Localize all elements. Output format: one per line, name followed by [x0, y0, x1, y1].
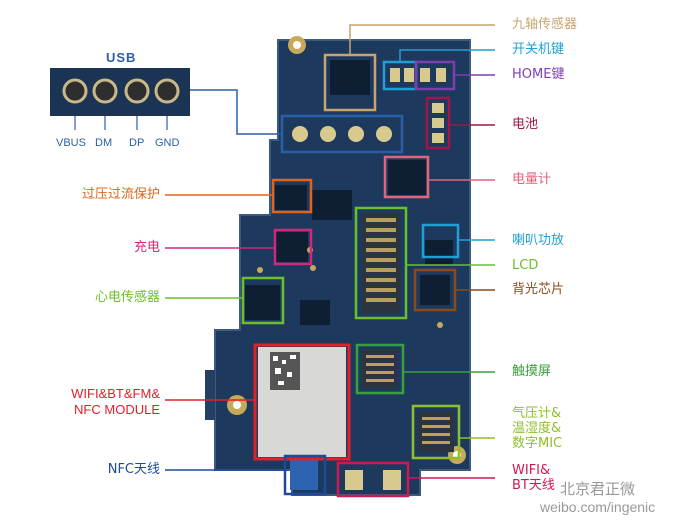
- label-baro-2: 温湿度&: [512, 421, 562, 436]
- watermark-top: 北京君正微: [560, 481, 636, 498]
- label-wifi-ant-1: WIFI&: [512, 463, 551, 478]
- label-speaker-amp: 喇叭功放: [512, 233, 565, 248]
- usb-title: USB: [106, 50, 137, 65]
- touch-box: [355, 343, 405, 395]
- ovp-box: [271, 178, 313, 214]
- label-nfc: NFC天线: [107, 462, 160, 477]
- fuel-gauge-box: [383, 155, 430, 199]
- pin-label-dm: DM: [95, 137, 113, 149]
- battery-box: [425, 96, 451, 150]
- label-baro-3: 数字MIC: [512, 436, 563, 451]
- label-home-key: HOME键: [512, 67, 565, 82]
- label-charge: 充电: [133, 240, 160, 255]
- weibo-watermark: 北京君正微 weibo.com/ingenic: [540, 478, 655, 515]
- speaker-amp-box: [421, 223, 460, 259]
- label-imu: 九轴传感器: [512, 17, 578, 32]
- label-ovp: 过压过流保护: [81, 187, 160, 202]
- label-ecg: 心电传感器: [94, 290, 160, 305]
- module-box: [253, 343, 351, 461]
- baro-box: [411, 404, 461, 460]
- label-lcd: LCD: [512, 258, 539, 273]
- label-baro-1: 气压计&: [512, 406, 562, 421]
- label-backlight: 背光芯片: [512, 282, 565, 297]
- pin-label-dp: DP: [129, 137, 145, 149]
- label-battery: 电池: [512, 117, 539, 132]
- charge-box: [273, 228, 313, 266]
- label-fuel-gauge: 电量计: [512, 172, 552, 187]
- wifi-antenna-box: [336, 461, 410, 498]
- label-wifi-ant-2: BT天线: [512, 478, 555, 493]
- label-power-key: 开关机键: [512, 42, 565, 57]
- watermark-bottom: weibo.com/ingenic: [540, 499, 656, 515]
- lcd-box: [354, 206, 408, 320]
- ecg-box: [241, 276, 285, 325]
- pin-label-gnd: GND: [155, 137, 180, 149]
- label-module-1: WIFI&BT&FM&: [71, 386, 160, 401]
- nfc-box: [283, 454, 327, 496]
- label-module-2: NFC MODULE: [74, 402, 160, 417]
- label-touch: 触摸屏: [512, 364, 552, 379]
- pin-label-vbus: VBUS: [56, 137, 86, 149]
- pcb-board-edge: [205, 370, 215, 420]
